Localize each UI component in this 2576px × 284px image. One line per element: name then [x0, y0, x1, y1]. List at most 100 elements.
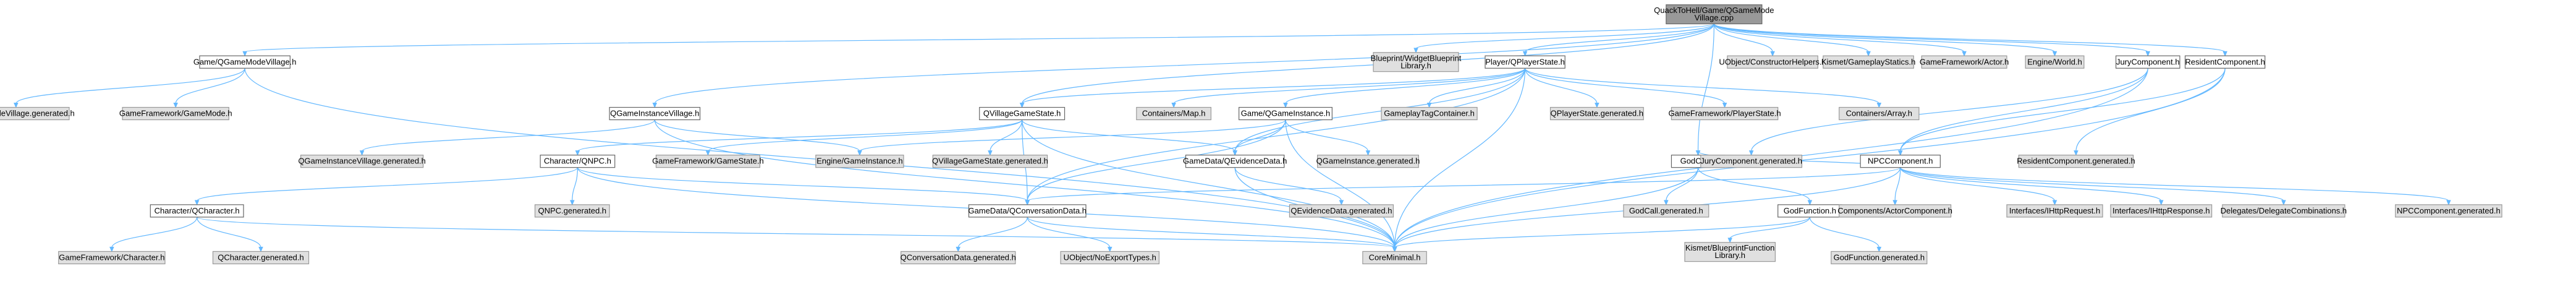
node-label-qnpcgen-0: QNPC.generated.h	[538, 206, 607, 215]
edge-qnpc-to-qconversationdata	[577, 167, 1028, 202]
node-label-gfgamemode-0: GameFramework/GameMode.h	[119, 109, 232, 118]
edge-playerstate-to-containersarray	[1524, 68, 1879, 105]
edge-arrowhead-gamemodevillage-to-gfgamemode	[173, 103, 178, 108]
node-label-ihttpresponse-0: Interfaces/IHttpResponse.h	[2112, 206, 2210, 215]
edge-residentcomp-to-coreminimal	[1394, 68, 2226, 248]
edge-arrowhead-godfunction-to-godfunctiongen	[1876, 246, 1882, 252]
edge-arrowhead-residentcomp-to-residentcompgen	[2074, 150, 2078, 156]
edge-arrowhead-qcharacter-to-gfcharacter	[109, 246, 114, 252]
node-box-gamemodevillage	[199, 55, 290, 69]
node-gameplaytag: GameplayTagContainer.h	[1381, 106, 1478, 121]
edge-arrowhead-root-to-bpwidget	[1413, 48, 1418, 54]
node-label-compactor-0: Components/ActorComponent.h	[1837, 206, 1952, 215]
edge-arrowhead-qgameinstance-to-qevidencedata	[1232, 150, 1237, 156]
edge-arrowhead-root-to-engineworld	[2052, 51, 2057, 57]
edge-playerstate-to-qevidencedata	[1234, 68, 1526, 152]
node-gmvgen: QGameModeVillage.generated.h	[0, 106, 75, 121]
edge-arrowhead-npccomp-to-godcall	[1695, 150, 1701, 156]
node-label-kismetbpfunc-1: Library.h	[1714, 251, 1745, 260]
edge-godfunction-to-godfunctiongen	[1809, 217, 1879, 248]
edge-arrowhead-gamemodevillage-to-gmvgen	[14, 103, 19, 108]
node-containersarray: Containers/Array.h	[1839, 106, 1920, 121]
edge-arrowhead-playerstate-to-gfplayerstate	[1722, 103, 1727, 108]
node-label-root-0: QuackToHell/Game/QGameMode	[1654, 6, 1774, 15]
node-qconversationdata[interactable]: GameData/QConversationData.h	[968, 204, 1087, 218]
node-box-kismetgameplay	[1823, 55, 1914, 69]
node-label-gameplaytag-0: GameplayTagContainer.h	[1384, 109, 1475, 118]
node-label-qcharacter-0: Character/QCharacter.h	[155, 206, 240, 215]
node-label-gfcharacter-0: GameFramework/Character.h	[59, 252, 164, 262]
node-label-qginstvillage-0: QGameInstanceVillage.h	[610, 109, 699, 118]
edge-playerstate-to-coreminimal	[1394, 68, 1526, 248]
node-ihttprequest: Interfaces/IHttpRequest.h	[2006, 204, 2103, 218]
node-box-npccompgen	[2395, 204, 2502, 218]
node-root[interactable]: QuackToHell/Game/QGameModeVillage.cpp	[1654, 4, 1774, 25]
node-qginstvillage[interactable]: QGameInstanceVillage.h	[609, 106, 701, 121]
node-label-qginstvillagegen-0: QGameInstanceVillage.generated.h	[298, 157, 425, 166]
edge-qcharacter-to-qcharactergen	[197, 217, 261, 248]
edge-playerstate-to-qgameinstance	[1285, 68, 1526, 104]
node-label-qvillagegamestategen-0: QVillageGameState.generated.h	[932, 157, 1048, 166]
node-box-qginstvillage	[609, 106, 701, 121]
edge-arrowhead-jurycomp-to-jurycompgen	[1748, 150, 1754, 156]
node-box-residentcomp	[2184, 55, 2266, 69]
node-box-jurycompgen	[1700, 155, 1803, 168]
edge-arrowhead-playerstate-to-qvillagegamestate	[1019, 103, 1025, 108]
node-box-playerstate	[1485, 55, 1566, 69]
node-jurycomp[interactable]: JuryComponent.h	[2116, 55, 2180, 69]
node-qvillagegamestate[interactable]: QVillageGameState.h	[979, 106, 1066, 121]
node-label-uobjnoexport-0: UObject/NoExportTypes.h	[1064, 252, 1156, 262]
node-box-gameplaytag	[1381, 106, 1478, 121]
edge-arrowhead-npccomp-to-npccompgen	[2446, 200, 2451, 206]
edge-qnpc-to-qnpcgen	[572, 167, 578, 201]
edge-playerstate-to-containersmap	[1173, 68, 1526, 105]
node-box-qvillagegamestategen	[932, 155, 1048, 168]
node-gfplayerstate: GameFramework/PlayerState.h	[1669, 106, 1781, 121]
node-label-enginegameinstance-0: Engine/GameInstance.h	[816, 157, 902, 166]
node-box-qplayerstategen	[1549, 106, 1644, 121]
node-box-qnpc	[540, 155, 616, 168]
node-label-residentcomp-0: ResidentComponent.h	[2185, 57, 2265, 66]
node-label-delegatescomb-0: Delegates/DelegateCombinations.h	[2221, 206, 2347, 215]
node-qnpc[interactable]: Character/QNPC.h	[540, 155, 616, 168]
node-box-root	[1666, 4, 1763, 25]
node-npccomp[interactable]: NPCComponent.h	[1860, 155, 1941, 168]
edge-qvillagegamestate-to-qnpc	[577, 119, 1023, 152]
edge-arrowhead-qgameinstance-to-qgameinstancegen	[1365, 150, 1371, 156]
node-qevidencedata[interactable]: GameData/QEvidenceData.h	[1183, 155, 1287, 168]
node-box-qevidencedatagen	[1289, 204, 1394, 218]
node-qgameinstance[interactable]: Game/QGameInstance.h	[1239, 106, 1332, 121]
edge-playerstate-to-gameplaytag	[1428, 68, 1526, 104]
edge-qginstvillage-to-qginstvillagegen	[362, 119, 655, 152]
edge-npccomp-to-compactor	[1894, 167, 1901, 201]
node-label-godfunction-0: GodFunction.h	[1784, 206, 1836, 215]
node-box-qvillagegamestate	[979, 106, 1066, 121]
edge-npccomp-to-delegatescomb	[1900, 167, 2284, 202]
node-label-gfplayerstate-0: GameFramework/PlayerState.h	[1669, 109, 1781, 118]
node-playerstate[interactable]: Player/QPlayerState.h	[1485, 55, 1566, 69]
node-box-godfunctiongen	[1831, 251, 1928, 265]
edge-qgameinstance-to-qconversationdata	[1027, 119, 1286, 201]
edge-root-to-godcall	[1697, 24, 1714, 152]
node-godfunction[interactable]: GodFunction.h	[1777, 204, 1842, 218]
node-label-qcharactergen-0: QCharacter.generated.h	[218, 252, 303, 262]
edge-jurycomp-to-jurycompgen	[1751, 68, 2148, 152]
node-label-engineworld-0: Engine/World.h	[2027, 57, 2082, 66]
node-containersmap: Containers/Map.h	[1136, 106, 1212, 121]
node-label-jurycomp-0: JuryComponent.h	[2116, 57, 2180, 66]
edge-arrowhead-qvillagegamestate-to-qnpc	[575, 150, 580, 156]
edge-qgameinstance-to-qgameinstancegen	[1285, 119, 1369, 152]
node-qcharacter[interactable]: Character/QCharacter.h	[150, 204, 244, 218]
edge-qgameinstance-to-coreminimal	[1285, 119, 1396, 248]
node-residentcompgen: ResidentComponent.generated.h	[2017, 155, 2135, 168]
edge-godcall-to-godfunction	[1697, 167, 1810, 202]
node-box-kismetbpfunc	[1684, 242, 1776, 262]
node-gamemodevillage[interactable]: Game/QGameModeVillage.h	[193, 55, 297, 69]
node-residentcomp[interactable]: ResidentComponent.h	[2184, 55, 2266, 69]
edge-qginstvillage-to-coreminimal	[654, 119, 1396, 248]
edge-root-to-kismetgameplay	[1713, 24, 1869, 53]
edge-arrowhead-root-to-uobjconstructor	[1770, 51, 1775, 57]
node-qplayerstategen: QPlayerState.generated.h	[1549, 106, 1644, 121]
